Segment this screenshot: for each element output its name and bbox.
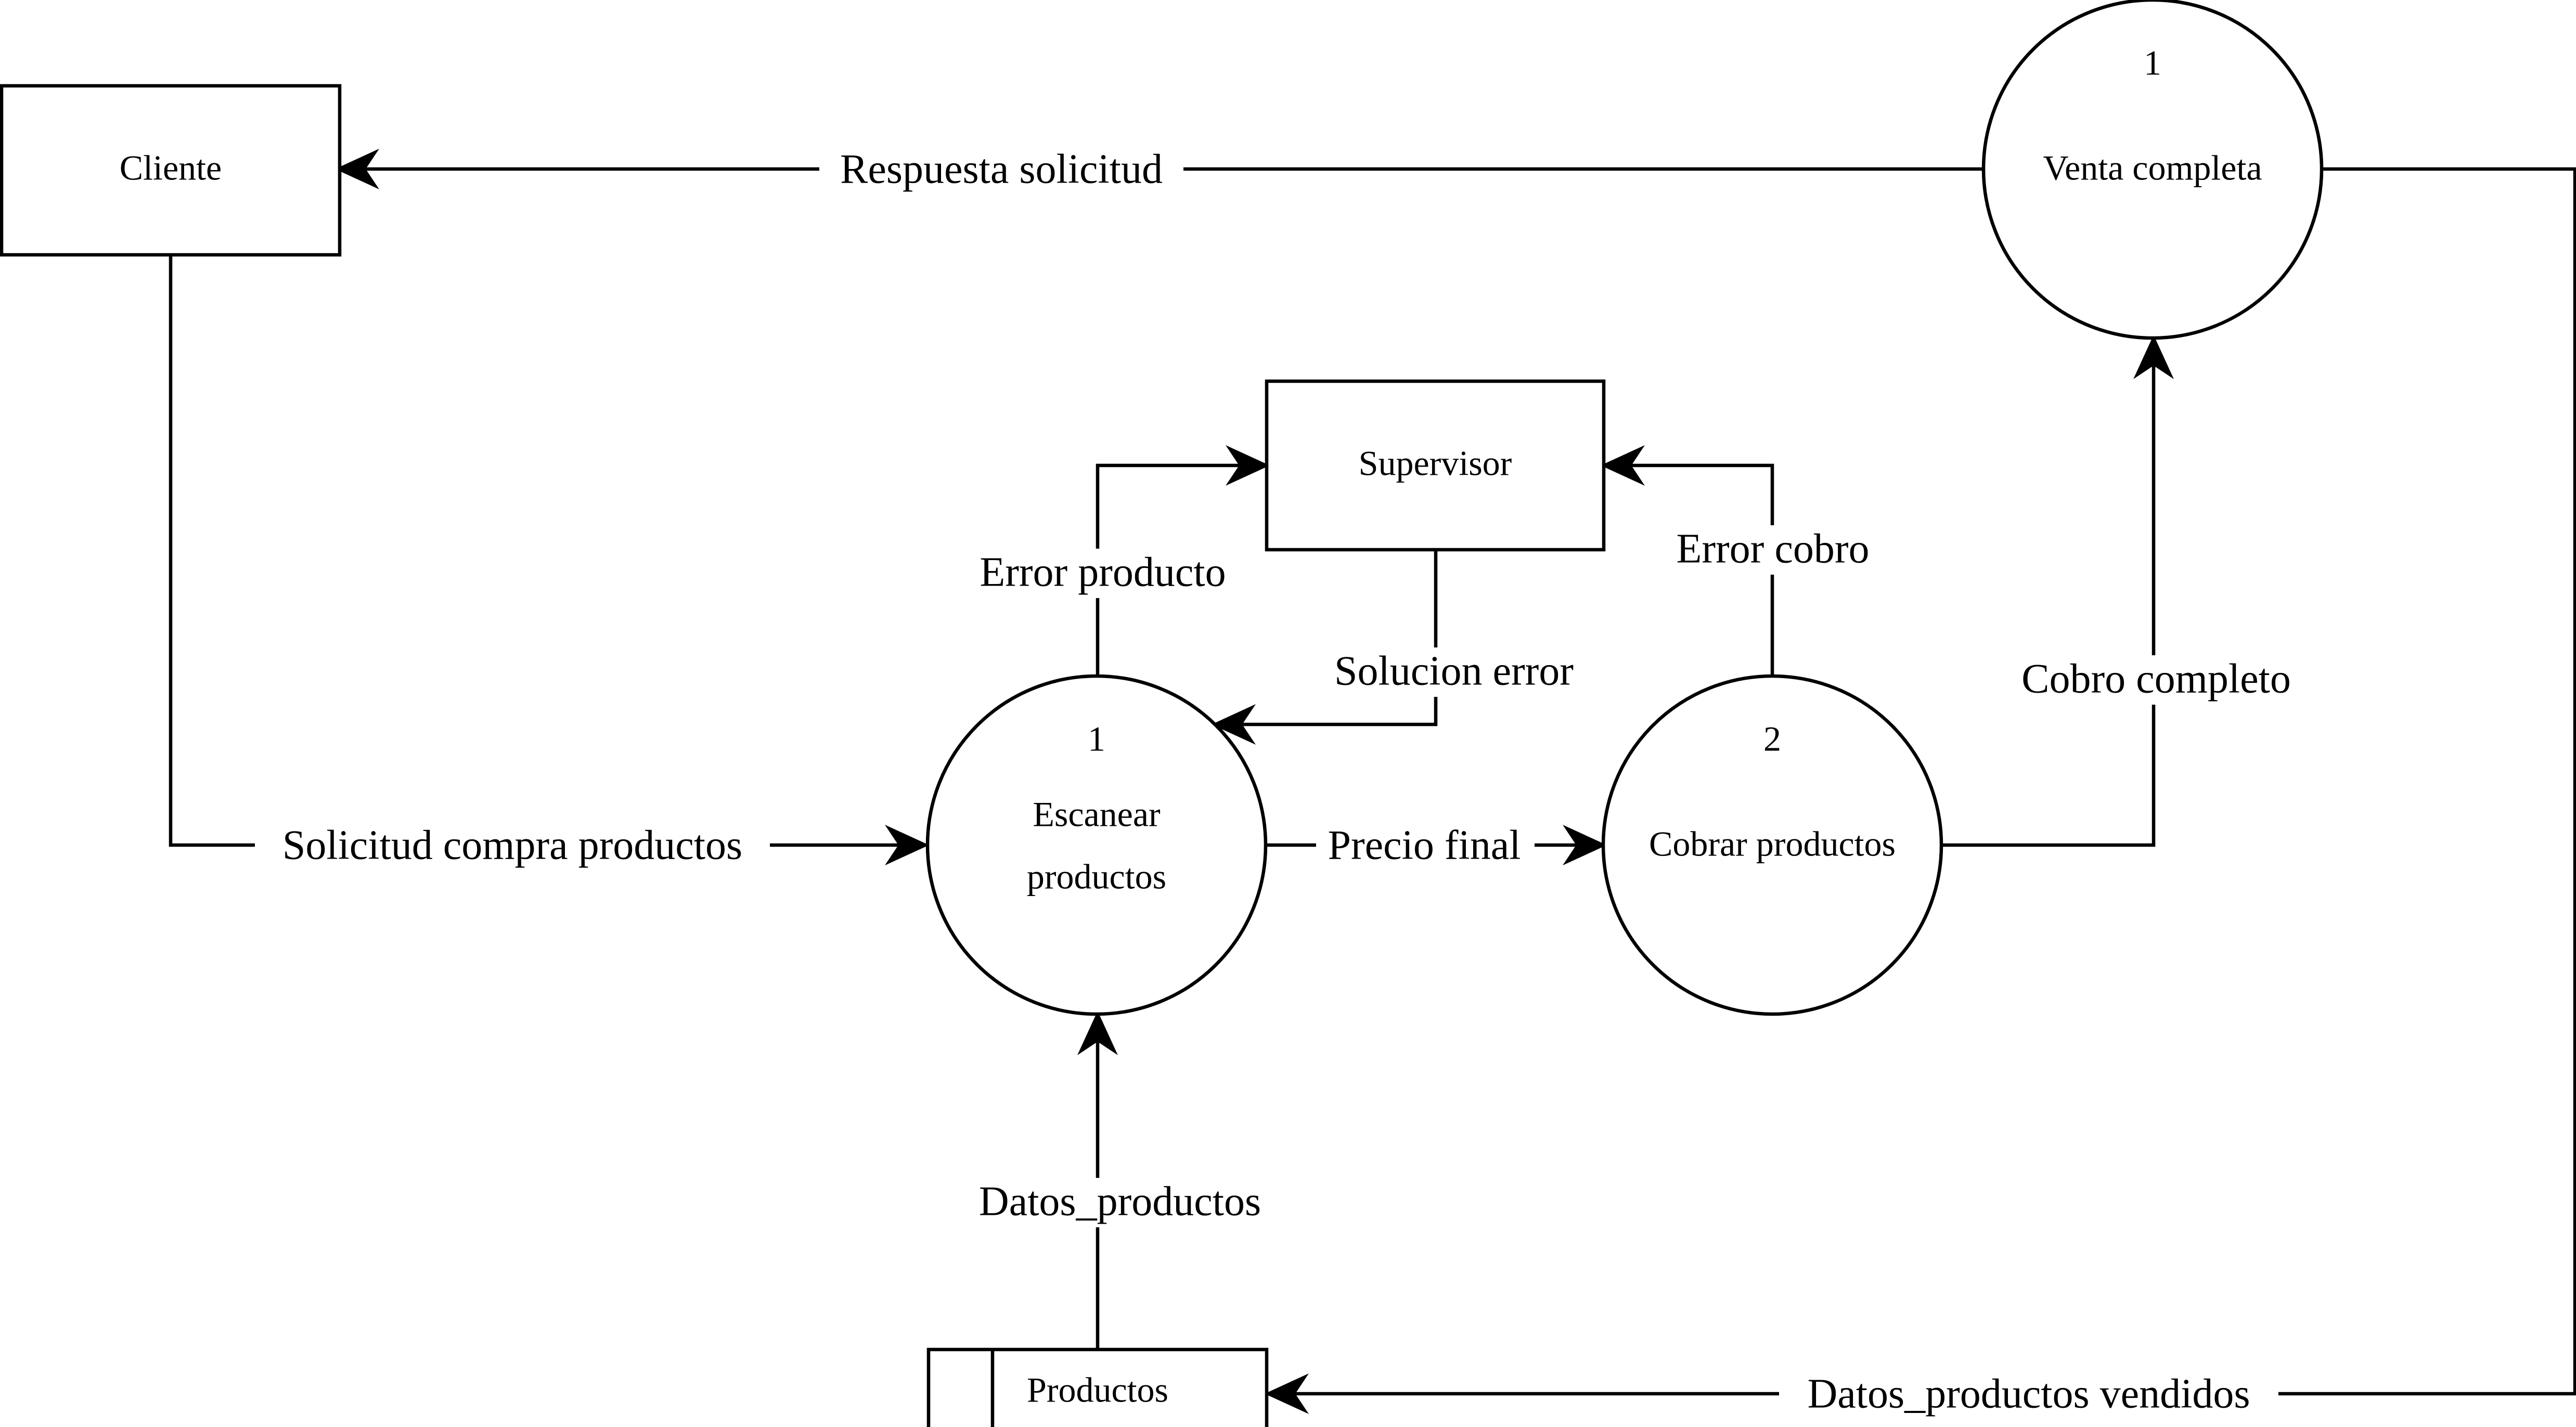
arrowhead-productos-right — [1264, 1373, 1309, 1414]
datastore-productos-label: Productos — [1027, 1370, 1168, 1410]
flow-line-datos-productos-vendidos — [1290, 167, 2576, 1396]
flow-label-precio-final: Precio final — [1328, 822, 1521, 868]
label-bg-error-cobro — [1662, 525, 1886, 575]
datastore-productos[interactable]: Productos — [926, 1347, 1269, 1427]
arrowhead-venta-bottom — [2133, 334, 2174, 379]
label-bg-error-producto — [965, 549, 1246, 598]
flow-label-solicitud-compra: Solicitud compra productos — [282, 822, 742, 868]
entity-supervisor[interactable]: Supervisor — [1265, 379, 1606, 552]
arrowhead-cobrar-left — [1563, 825, 1607, 865]
entity-cliente[interactable]: Cliente — [0, 84, 342, 257]
process-cobrar-productos[interactable]: 2 Cobrar productos — [1601, 674, 1943, 1016]
flow-line-error-producto — [1096, 463, 1243, 676]
label-bg-datos-productos — [960, 1178, 1282, 1227]
process-venta-label: Venta completa — [2043, 148, 2262, 188]
arrowhead-supervisor-right — [1600, 445, 1645, 486]
flow-label-error-producto: Error producto — [980, 549, 1226, 595]
arrowhead-escanear-left — [885, 825, 930, 865]
label-bg-datos-vendidos — [1779, 1370, 2278, 1420]
flow-label-solucion-error: Solucion error — [1334, 648, 1574, 694]
label-bg-solicitud — [255, 822, 770, 871]
label-bg-precio — [1316, 822, 1535, 871]
entity-supervisor-label: Supervisor — [1359, 444, 1512, 483]
process-venta-number: 1 — [2144, 43, 2161, 83]
process-venta-completa[interactable]: 1 Venta completa — [1981, 0, 2324, 340]
arrowhead-escanear-top — [1211, 704, 1256, 745]
entity-cliente-label: Cliente — [120, 148, 222, 188]
flow-label-error-cobro: Error cobro — [1677, 526, 1870, 572]
process-escanear-label-line2: productos — [1027, 857, 1166, 897]
process-cobrar-number: 2 — [1763, 719, 1781, 759]
process-escanear-label-line1: Escanear — [1033, 795, 1161, 834]
flow-line-error-cobro — [1626, 463, 1774, 676]
flow-label-datos-productos-vendidos: Datos_productos vendidos — [1807, 1371, 2250, 1417]
flow-line-cobro-completo — [1940, 359, 2156, 847]
flow-line-solucion-error — [1235, 550, 1438, 727]
flow-label-datos-productos: Datos_productos — [979, 1178, 1261, 1224]
arrowhead-escanear-bottom — [1077, 1010, 1118, 1055]
label-bg-solucion — [1316, 647, 1592, 697]
process-cobrar-label: Cobrar productos — [1649, 824, 1896, 864]
flow-label-respuesta-solicitud: Respuesta solicitud — [840, 146, 1163, 192]
arrowhead-supervisor-left — [1226, 445, 1270, 486]
process-escanear-number: 1 — [1088, 719, 1105, 759]
flow-line-solicitud-compra — [169, 255, 903, 847]
label-bg-respuesta — [819, 146, 1183, 195]
arrowhead-cliente — [334, 149, 379, 189]
label-bg-cobro-completo — [2003, 655, 2310, 705]
flow-label-cobro-completo: Cobro completo — [2021, 656, 2291, 702]
process-escanear-productos[interactable]: 1 Escanear productos — [925, 674, 1268, 1016]
